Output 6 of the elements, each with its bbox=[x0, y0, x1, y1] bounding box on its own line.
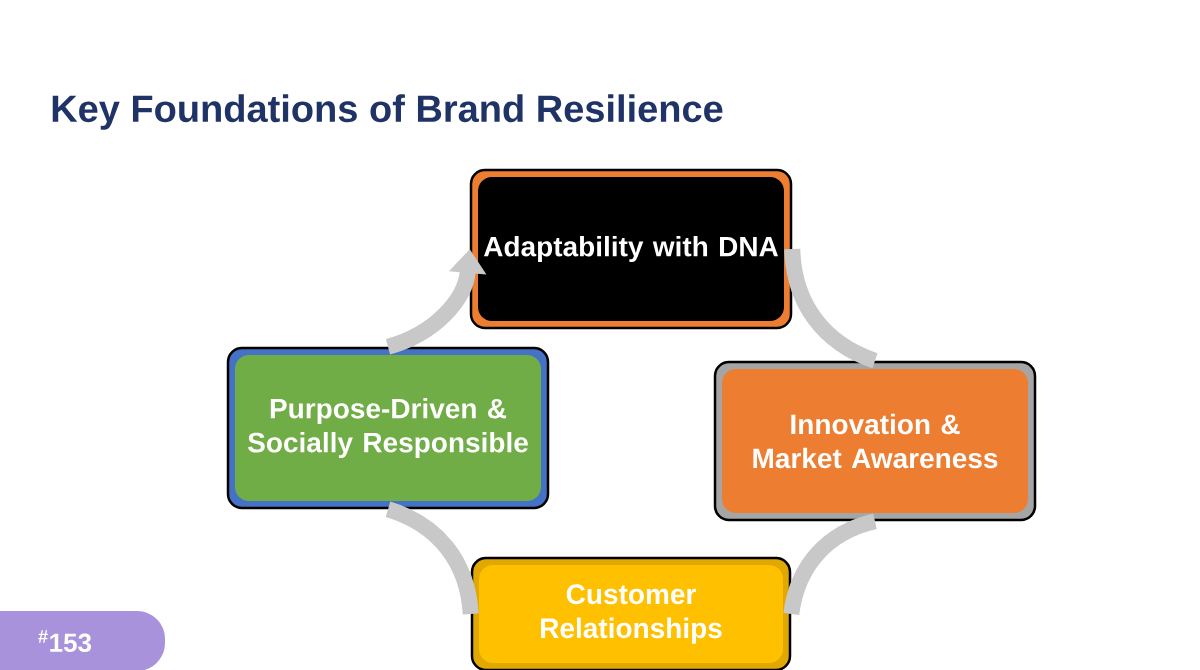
process-box: Purpose-Driven & Socially Responsible bbox=[226, 346, 550, 510]
process-box: Customer Relationships bbox=[470, 556, 792, 670]
process-box: Innovation & Market Awareness bbox=[713, 360, 1037, 522]
title: Key Foundations of Brand Resilience bbox=[52, 94, 723, 130]
number-badge: $^{#}$153 bbox=[0, 611, 165, 670]
process-box: Adaptability with DNA bbox=[469, 168, 793, 330]
